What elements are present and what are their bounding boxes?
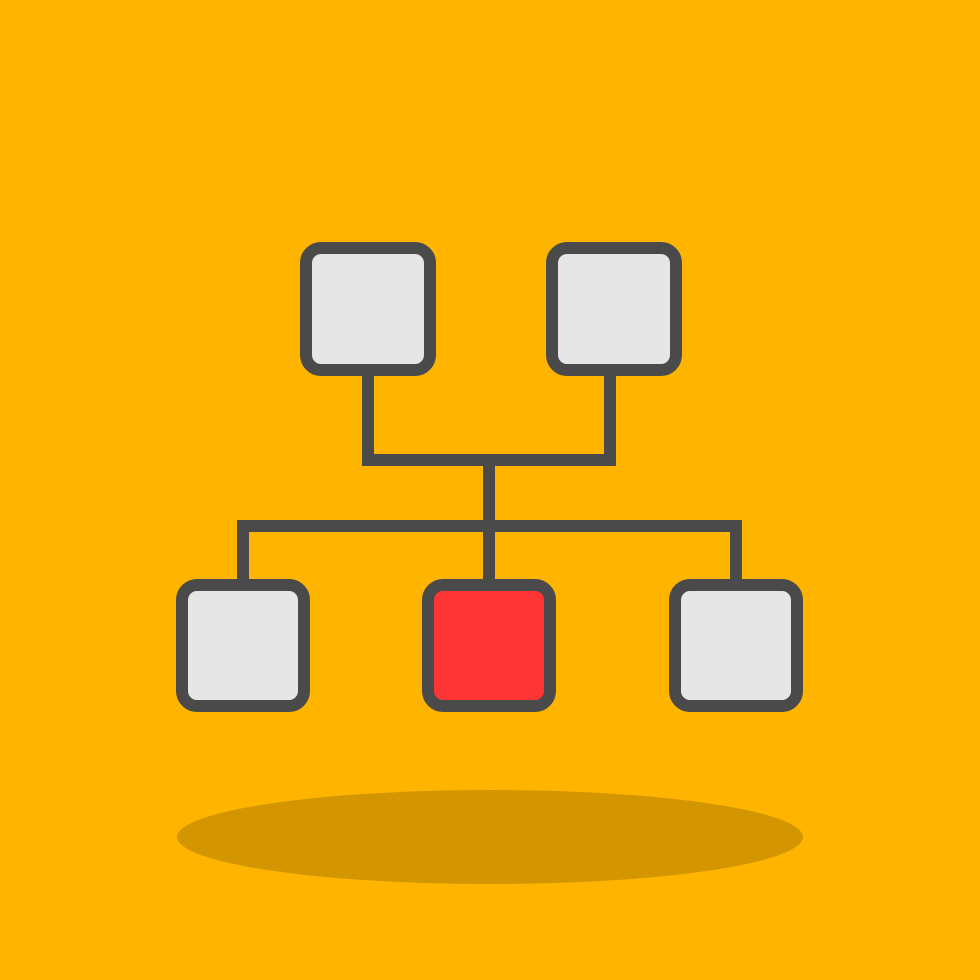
child-connector	[237, 520, 742, 591]
node-boxes	[176, 242, 803, 712]
parent-node-right	[546, 242, 682, 376]
child-node-left	[176, 579, 310, 712]
ground-shadow	[177, 790, 803, 884]
connector-lines	[237, 367, 742, 591]
child-node-right	[669, 579, 803, 712]
parent-node-left	[300, 242, 436, 376]
child-node-center-highlighted	[422, 579, 556, 712]
